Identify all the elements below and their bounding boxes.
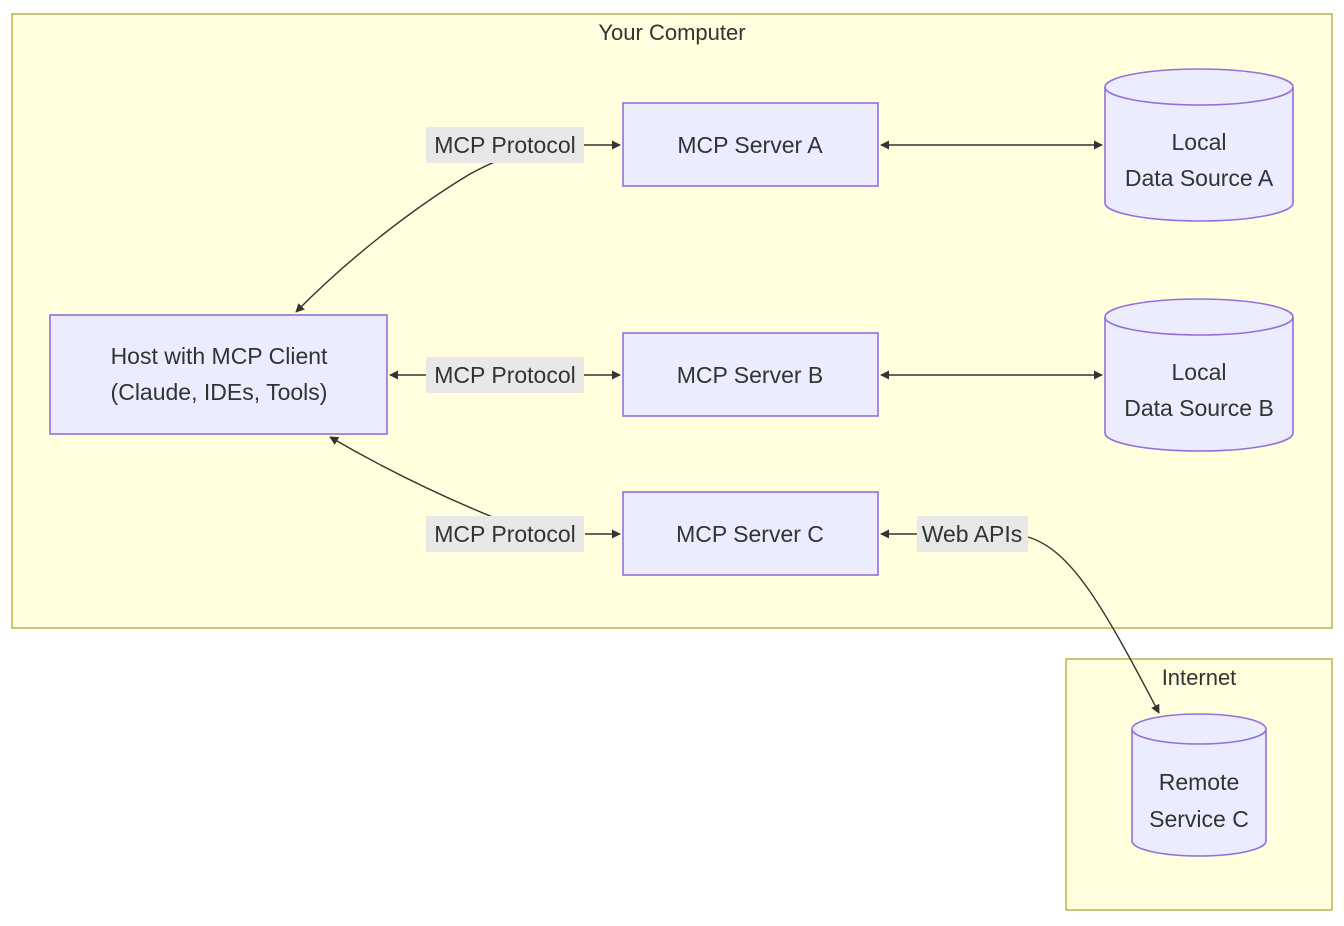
node-remote-c-line2: Service C — [1149, 806, 1249, 832]
edge-label-host-server-c: MCP Protocol — [426, 516, 584, 552]
node-server-a-label: MCP Server A — [677, 132, 823, 158]
cluster-your-computer-title: Your Computer — [598, 20, 745, 45]
node-mcp-server-c: MCP Server C — [622, 491, 879, 576]
edge-label-host-server-a: MCP Protocol — [426, 127, 584, 163]
node-mcp-server-b: MCP Server B — [622, 332, 879, 417]
node-mcp-server-a: MCP Server A — [622, 102, 879, 187]
node-host-line1: Host with MCP Client — [111, 343, 328, 369]
edge-label-text: MCP Protocol — [434, 132, 575, 158]
node-data-a-line2: Data Source A — [1125, 165, 1274, 191]
node-server-b-label: MCP Server B — [677, 362, 824, 388]
edge-label-server-c-remote: Web APIs — [917, 516, 1028, 552]
node-data-a-line1: Local — [1172, 129, 1227, 155]
node-server-c-label: MCP Server C — [676, 521, 824, 547]
node-data-b-line2: Data Source B — [1124, 395, 1274, 421]
edge-label-text: Web APIs — [922, 521, 1023, 547]
edge-label-host-server-b: MCP Protocol — [426, 357, 584, 393]
node-local-data-source-a: Local Data Source A — [1104, 68, 1294, 222]
cluster-internet-title: Internet — [1162, 665, 1237, 690]
edge-server-c-remote-curve — [1027, 536, 1160, 714]
node-host-line2: (Claude, IDEs, Tools) — [111, 379, 328, 405]
edge-host-server-c-curve — [329, 436, 501, 521]
node-local-data-source-b: Local Data Source B — [1104, 298, 1294, 452]
edge-label-text: MCP Protocol — [434, 521, 575, 547]
node-remote-service-c: Remote Service C — [1131, 713, 1267, 857]
node-remote-c-line1: Remote — [1159, 769, 1240, 795]
edge-label-text: MCP Protocol — [434, 362, 575, 388]
node-data-b-line1: Local — [1172, 359, 1227, 385]
node-host-mcp-client: Host with MCP Client (Claude, IDEs, Tool… — [49, 314, 388, 435]
